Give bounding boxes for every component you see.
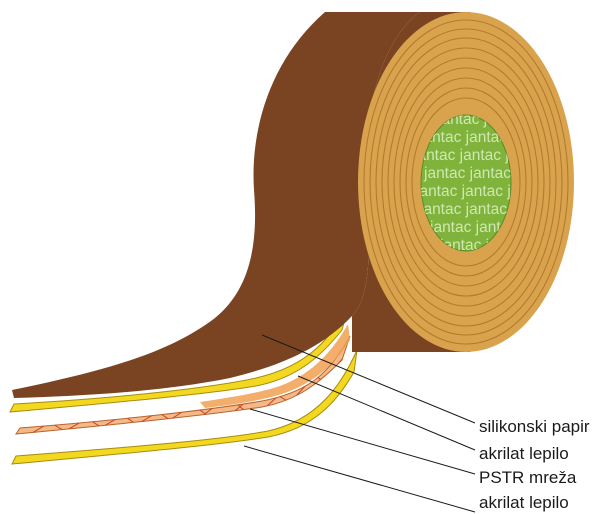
label-acrylic-adhesive-bottom: akrilat lepilo: [479, 494, 569, 511]
leader-line-2: [250, 409, 475, 474]
leader-line-3: [244, 446, 475, 512]
leader-line-1: [298, 376, 475, 450]
label-silicone-paper: silikonski papir: [479, 418, 590, 435]
label-acrylic-adhesive-top: akrilat lepilo: [479, 445, 569, 462]
label-pstr-mesh: PSTR mreža: [479, 469, 576, 486]
